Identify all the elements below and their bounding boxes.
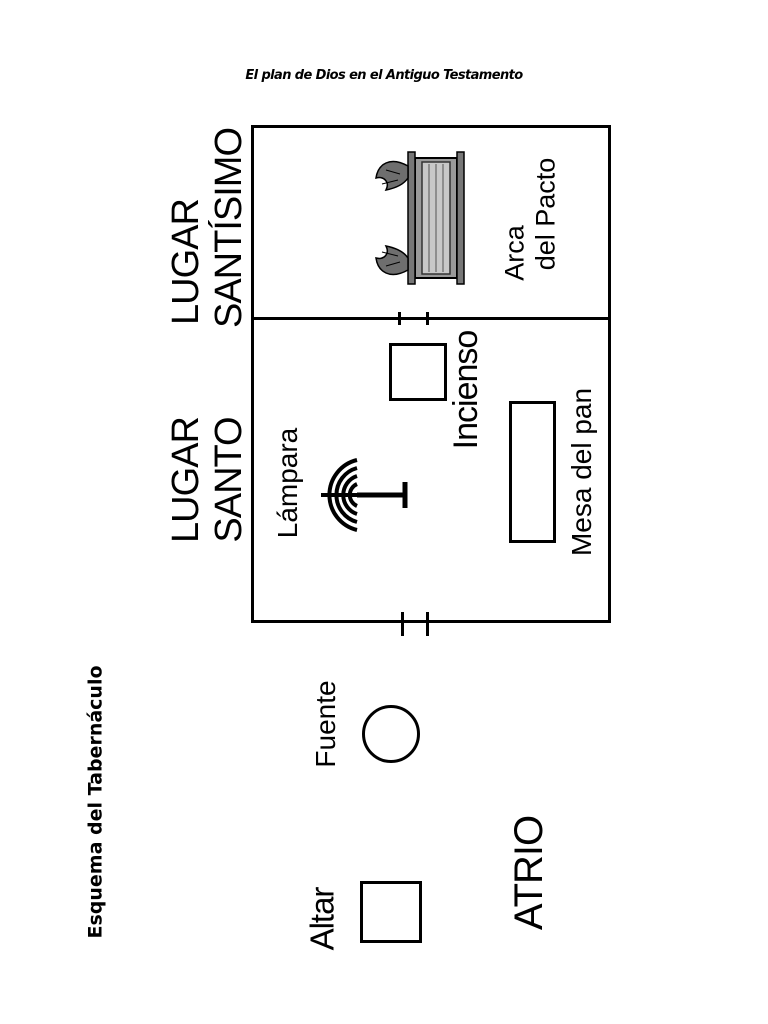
fuente-label: Fuente — [310, 680, 341, 768]
altar-label: Altar — [303, 887, 341, 951]
veil-tick — [426, 312, 429, 325]
menorah-icon — [321, 458, 408, 532]
ark-of-covenant-icon — [375, 151, 465, 285]
lugar-santo-label-line1: LUGAR — [165, 417, 207, 543]
arca-label-line1: Arca — [499, 225, 530, 281]
lugar-santo-label-line2: SANTO — [208, 417, 250, 543]
mesa-label: Mesa del pan — [566, 387, 597, 557]
showbread-table — [509, 401, 556, 543]
incienso-label: Incienso — [447, 330, 485, 450]
entrance-tick — [401, 612, 404, 636]
diagram-title: Esquema del Tabernáculo — [84, 665, 107, 939]
lampara-label: Lámpara — [272, 427, 303, 539]
atrio-label: ATRIO — [507, 815, 551, 931]
bronze-altar — [360, 881, 422, 943]
arca-label-line2: del Pacto — [530, 157, 561, 271]
laver-circle — [362, 705, 420, 763]
lugar-santisimo-label-line1: LUGAR — [165, 199, 207, 325]
page-header: El plan de Dios en el Antiguo Testamento — [245, 68, 523, 83]
lugar-santisimo-label-line2: SANTÍSIMO — [208, 127, 250, 329]
entrance-tick — [426, 612, 429, 636]
veil-divider — [251, 317, 611, 320]
incense-altar — [389, 343, 447, 401]
veil-tick — [398, 312, 401, 325]
